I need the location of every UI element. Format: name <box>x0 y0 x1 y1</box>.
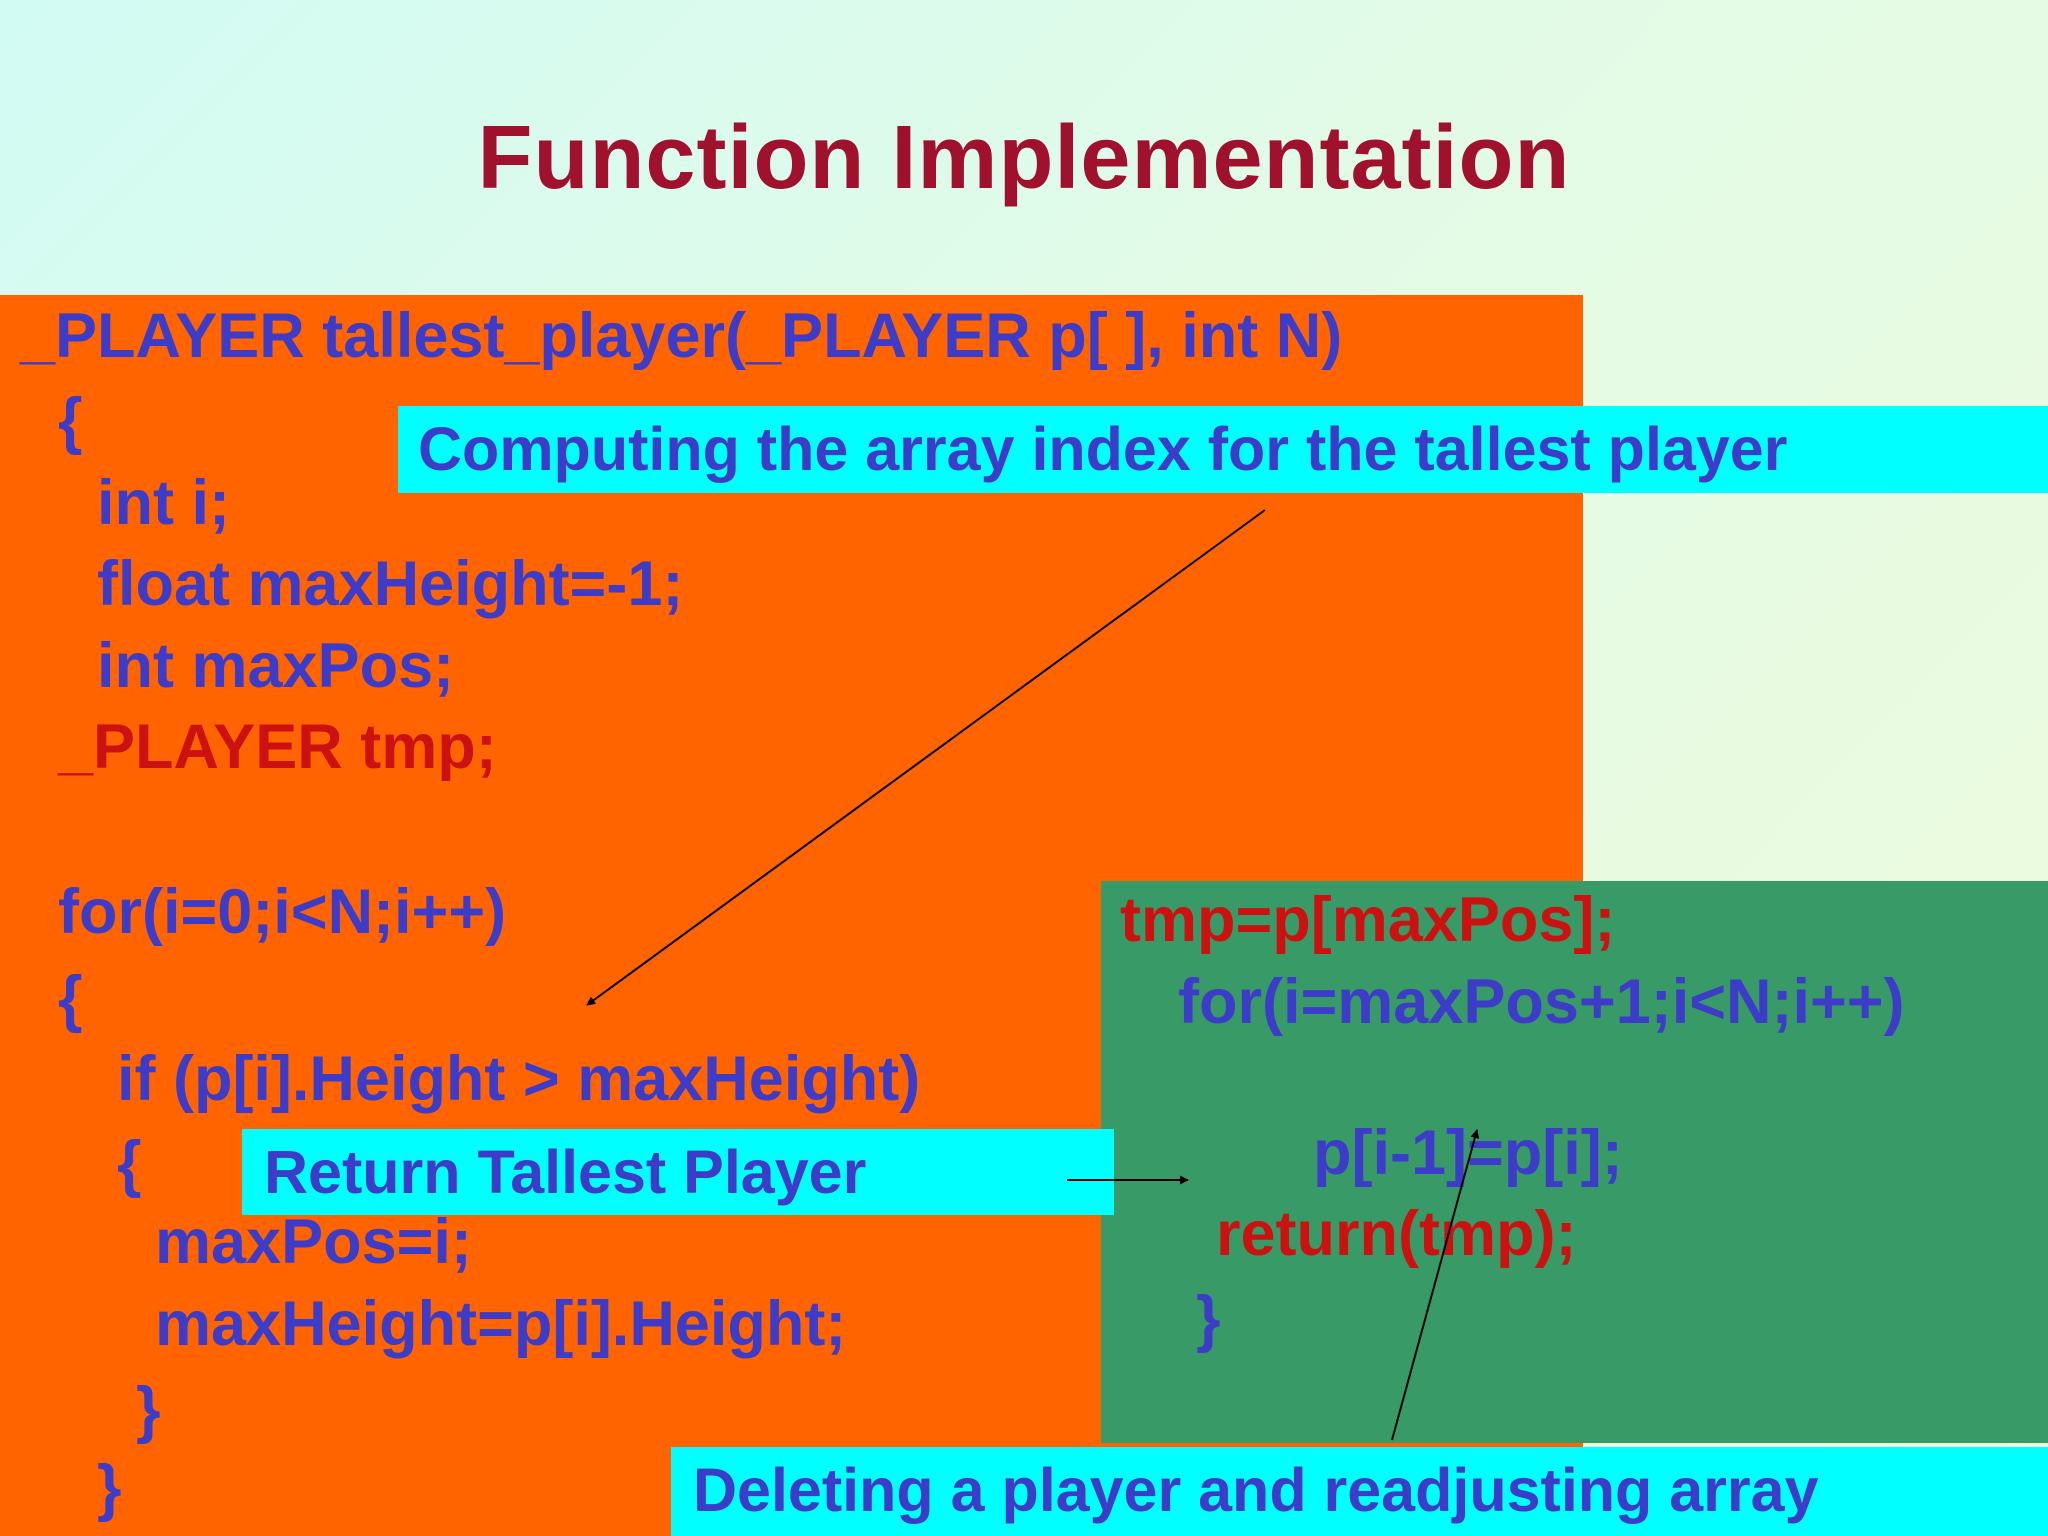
code-decl-max-pos: int maxPos; <box>97 631 455 701</box>
code-open-brace: { <box>58 386 83 456</box>
code-signature: _PLAYER tallest_player(_PLAYER p[ ], int… <box>20 301 1343 371</box>
code-decl-max-height: float maxHeight=-1; <box>97 549 684 619</box>
code-decl-i: int i; <box>97 468 230 538</box>
code-for-close-brace: } <box>97 1453 122 1523</box>
delete-return: return(tmp); <box>1216 1199 1577 1269</box>
code-assign-max-height: maxHeight=p[i].Height; <box>155 1289 847 1359</box>
arrow-to-shift-line <box>1391 1129 1480 1441</box>
delete-for-loop: for(i=maxPos+1;i<N;i++) <box>1178 967 1905 1037</box>
code-if-close-brace: } <box>136 1375 161 1445</box>
callout-compute-index: Computing the array index for the talles… <box>398 406 2048 493</box>
code-assign-max-pos: maxPos=i; <box>155 1207 472 1277</box>
delete-tmp-assign: tmp=p[maxPos]; <box>1120 885 1616 955</box>
code-if-open-brace: { <box>117 1129 142 1199</box>
arrow-to-if-block <box>586 509 1266 1006</box>
delete-code-panel <box>1101 881 2048 1443</box>
code-if-stmt: if (p[i].Height > maxHeight) <box>117 1044 921 1114</box>
code-for-loop: for(i=0;i<N;i++) <box>58 877 507 947</box>
code-decl-tmp: _PLAYER tmp; <box>58 712 497 782</box>
delete-shift: p[i-1]=p[i]; <box>1313 1118 1623 1188</box>
code-for-open-brace: { <box>58 964 83 1034</box>
callout-return-tallest: Return Tallest Player <box>242 1129 1114 1215</box>
callout-delete-player: Deleting a player and readjusting array <box>671 1447 2048 1536</box>
slide-title: Function Implementation <box>477 108 1571 208</box>
delete-close-brace: } <box>1196 1284 1221 1354</box>
